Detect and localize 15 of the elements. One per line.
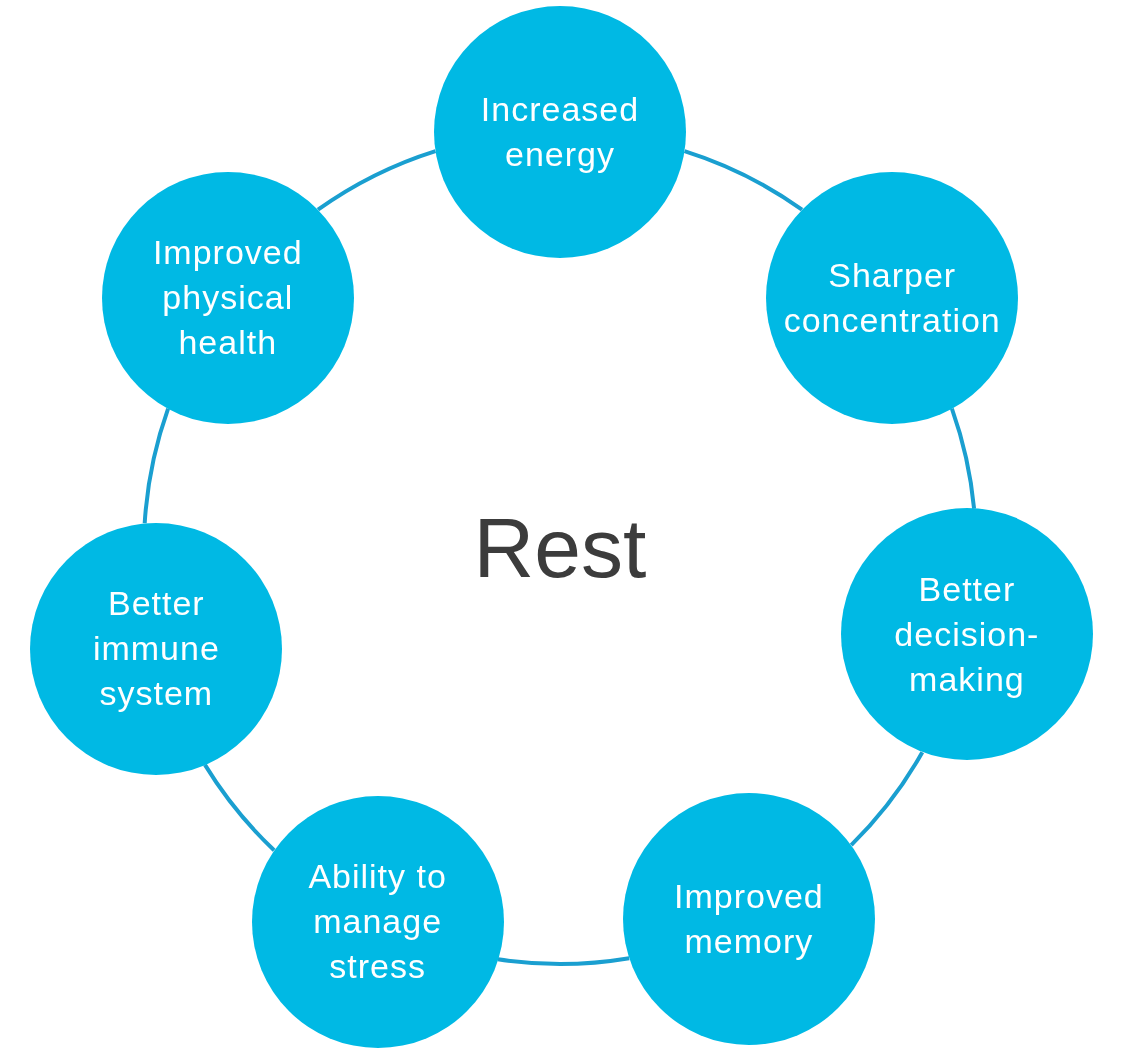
- center-label: Rest: [473, 499, 647, 597]
- connector-arc: [683, 149, 804, 212]
- node-text: Increased energy: [479, 89, 641, 175]
- connector-arc: [849, 751, 924, 847]
- connector-arc: [497, 956, 630, 966]
- node-text: Ability to manage stress: [307, 856, 448, 988]
- node-text: Better decision-making: [893, 569, 1041, 700]
- node-text: Improved memory: [673, 875, 825, 962]
- node-text: Improved physical health: [151, 232, 304, 364]
- connector-arc: [316, 149, 437, 212]
- connector-arc: [203, 763, 276, 852]
- node-text: Better immune system: [91, 583, 221, 715]
- node-text: Sharper concentration: [782, 254, 1002, 341]
- connector-arc: [142, 408, 170, 524]
- connector-arc: [950, 408, 977, 509]
